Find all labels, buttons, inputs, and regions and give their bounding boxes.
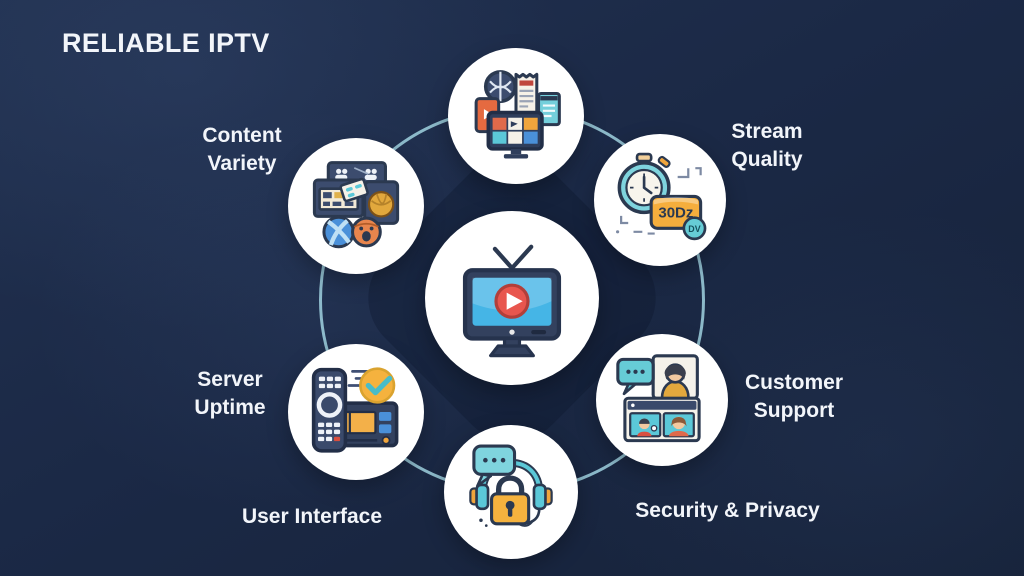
label-security-privacy: Security & Privacy (635, 499, 820, 522)
video-call-support-icon (616, 354, 701, 443)
headset-padlock-chat-icon (469, 444, 553, 527)
format-badge-text: DV (688, 224, 700, 234)
label-server-uptime: Server Uptime (194, 368, 266, 419)
label-user-interface: User Interface (241, 505, 383, 528)
label-customer-support: Customer Support (744, 371, 844, 422)
media-collection-icon (474, 70, 561, 159)
remote-receiver-check-icon (311, 367, 399, 453)
label-stream-quality: Stream Quality (731, 120, 803, 171)
content-screens-sports-icon (312, 161, 400, 249)
node-stream-quality: 30Dz DV (594, 134, 726, 266)
node-security (444, 425, 578, 559)
node-server-uptime (288, 344, 424, 480)
node-content-variety (288, 138, 424, 274)
page-title: RELIABLE IPTV (62, 28, 270, 58)
tv-play-icon (462, 244, 562, 358)
stopwatch-bitrate-icon: 30Dz DV (616, 152, 707, 241)
node-customer-support (596, 334, 728, 466)
bitrate-badge-text: 30Dz (658, 205, 693, 222)
node-media-collection (448, 48, 584, 184)
label-content-variety: Content Variety (202, 124, 282, 175)
node-center-tv (425, 211, 599, 385)
